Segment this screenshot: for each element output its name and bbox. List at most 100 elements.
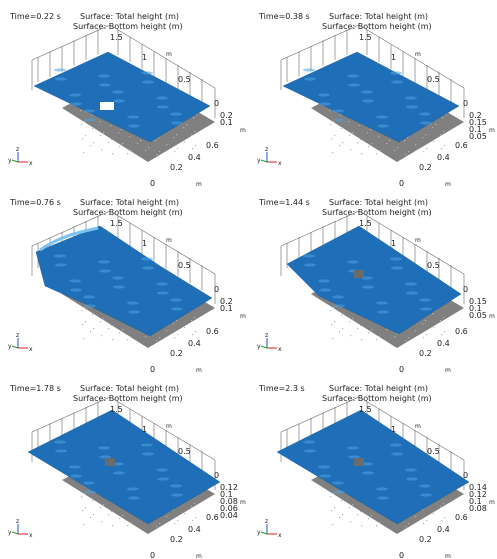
tick-label-length: 1.5	[359, 405, 372, 414]
bottom-speckle	[334, 135, 336, 137]
axis-unit-label: m	[489, 127, 495, 134]
bottom-speckle	[122, 143, 124, 145]
tick-label-width: 0.4	[188, 525, 201, 534]
bottom-speckle	[371, 143, 373, 145]
bottom-speckle	[194, 131, 196, 133]
tick-label-width: 0	[399, 179, 404, 186]
water-highlight	[405, 96, 417, 100]
water-highlight	[419, 298, 431, 302]
tick-label-height: 0.12	[469, 490, 487, 499]
triad-x-label: x	[29, 346, 33, 353]
bottom-speckle	[405, 526, 407, 528]
bottom-speckle	[81, 496, 83, 498]
obstacle-gap	[100, 102, 114, 110]
triad-y	[11, 531, 19, 535]
bottom-speckle	[397, 333, 399, 335]
bottom-speckle	[333, 493, 335, 495]
bottom-speckle	[84, 307, 86, 309]
bottom-speckle	[137, 143, 139, 145]
tick-label-width: 0.6	[206, 141, 219, 150]
bottom-speckle	[81, 124, 83, 126]
bottom-speckle	[339, 331, 341, 333]
bottom-speckle	[442, 117, 444, 119]
bottom-speckle	[408, 523, 410, 525]
tick-label-length: 1	[391, 239, 396, 248]
bottom-speckle	[111, 325, 113, 327]
tick-label-width: 0.2	[419, 535, 432, 544]
time-label: Time=0.38 s	[259, 12, 310, 21]
bottom-speckle	[422, 509, 424, 511]
bottom-speckle	[173, 137, 175, 139]
bottom-speckle	[90, 145, 92, 147]
water-highlight	[127, 115, 139, 119]
water-highlight	[377, 310, 389, 314]
water-highlight	[406, 105, 418, 109]
triad-y-label: y	[257, 529, 261, 536]
plot-panel-4: Time=1.44 s Surface: Total height (m) Su…	[249, 186, 497, 372]
water-highlight	[55, 449, 67, 453]
water-highlight	[98, 446, 110, 450]
bottom-speckle	[112, 153, 114, 155]
tick-label-width: 0.2	[170, 163, 183, 172]
bottom-speckle	[196, 114, 198, 116]
triad-x-label: x	[278, 160, 282, 167]
water-highlight	[362, 471, 374, 475]
bottom-speckle	[376, 339, 378, 341]
bottom-speckle	[90, 331, 92, 333]
bottom-speckle	[119, 518, 121, 520]
bottom-speckle	[408, 151, 410, 153]
axis-unit-label: m	[196, 553, 202, 558]
water-highlight	[391, 266, 403, 270]
water-highlight	[377, 496, 389, 500]
tick-label-width: 0.4	[437, 153, 450, 162]
bottom-speckle	[127, 339, 129, 341]
bottom-speckle	[111, 511, 113, 513]
bottom-speckle	[342, 514, 344, 516]
bottom-speckle	[415, 144, 417, 146]
bottom-speckle	[166, 330, 168, 332]
bottom-speckle	[333, 307, 335, 309]
bottom-speckle	[85, 135, 87, 137]
axis-unit-label: m	[240, 127, 246, 134]
bottom-speckle	[440, 134, 442, 136]
obstacle	[105, 458, 115, 466]
bottom-speckle	[184, 141, 186, 143]
bottom-speckle	[103, 132, 105, 134]
bottom-speckle	[140, 140, 142, 142]
triad-y	[11, 345, 19, 349]
water-highlight	[347, 446, 359, 450]
bottom-speckle	[397, 147, 399, 149]
bottom-speckle	[350, 149, 352, 151]
bottom-speckle	[433, 327, 435, 329]
bottom-speckle	[155, 140, 157, 142]
bottom-speckle	[145, 336, 147, 338]
water-highlight	[113, 471, 125, 475]
tick-label-width: 0	[150, 365, 155, 372]
bottom-speckle	[426, 520, 428, 522]
bottom-speckle	[158, 137, 160, 139]
water-highlight	[347, 260, 359, 264]
bottom-speckle	[99, 121, 101, 123]
bottom-speckle	[192, 334, 194, 336]
bottom-speckle	[360, 325, 362, 327]
tick-label-height: 0.04	[220, 511, 238, 520]
surface-total-label: Surface: Total height (m)	[329, 12, 429, 21]
bottom-speckle	[349, 321, 351, 323]
axis-unit-label: m	[445, 181, 451, 186]
tick-label-height: 0.08	[220, 497, 238, 506]
water-highlight	[54, 254, 66, 258]
surface-total-label: Surface: Total height (m)	[329, 384, 429, 393]
water-highlight	[127, 301, 139, 305]
bottom-speckle	[360, 139, 362, 141]
bottom-speckle	[361, 339, 363, 341]
bottom-speckle	[93, 514, 95, 516]
tick-label-length: 0	[214, 99, 219, 108]
bottom-speckle	[85, 321, 87, 323]
bottom-speckle	[193, 117, 195, 119]
triad-z-label: z	[265, 518, 268, 525]
tick-label-height: 0.14	[469, 483, 487, 492]
bottom-speckle	[361, 525, 363, 527]
axis-frame-back	[31, 396, 216, 490]
axis-unit-label: m	[240, 313, 246, 320]
bottom-speckle	[432, 127, 434, 129]
